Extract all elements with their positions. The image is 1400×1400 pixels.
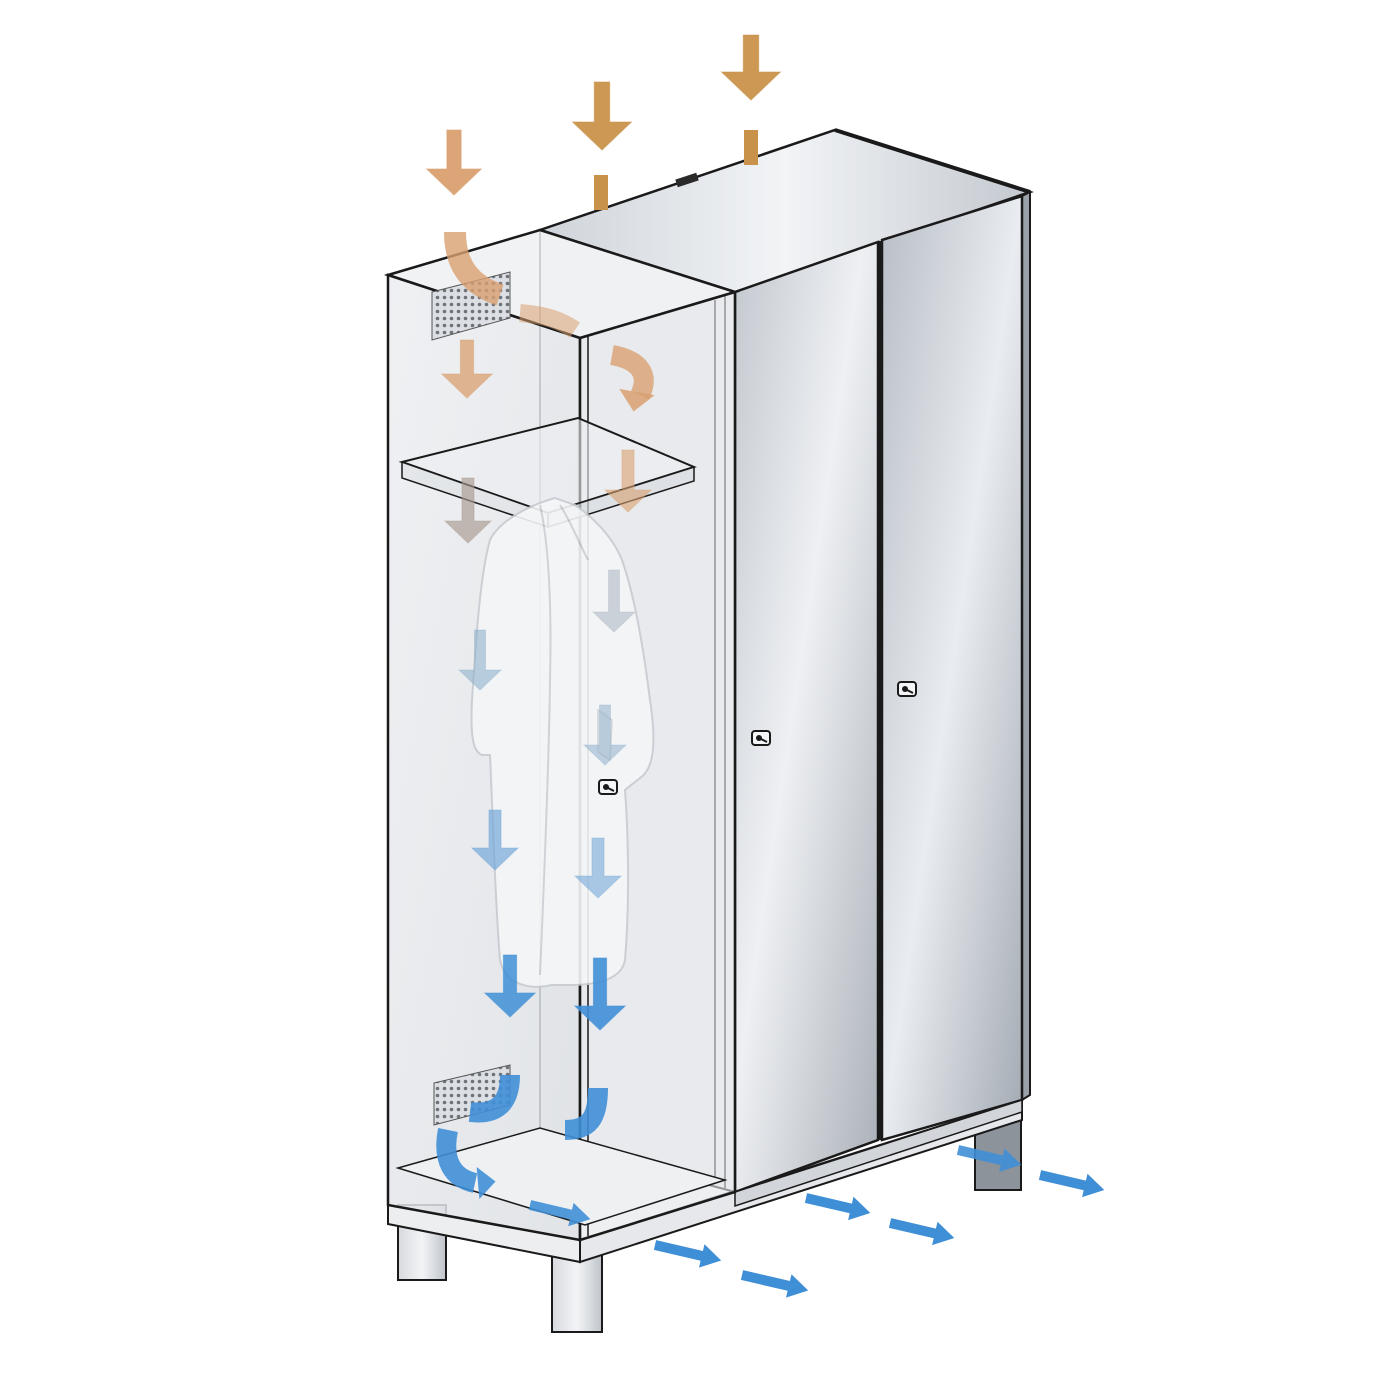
cabinet-door-right[interactable] <box>880 194 1024 1142</box>
compartment-floor <box>395 1127 728 1226</box>
cool-air-arrow-icon <box>804 1193 871 1221</box>
cabinet-door-left[interactable] <box>733 240 880 1194</box>
cool-air-arrow-icon <box>483 954 537 1018</box>
airflow-segment <box>594 175 608 210</box>
cool-air-arrow-icon <box>582 704 628 766</box>
leg-front-middle <box>551 1249 603 1333</box>
garment <box>470 496 655 988</box>
key-lock-icon[interactable] <box>751 730 771 746</box>
airflow-arrows <box>425 34 1105 1298</box>
cool-air-arrow-icon <box>956 1145 1022 1172</box>
key-lock-icon[interactable] <box>598 779 618 795</box>
open-compartment <box>383 228 740 1242</box>
warm-air-arrow-icon <box>571 81 633 151</box>
warm-air-arrow-icon <box>440 339 494 399</box>
cool-air-arrow-icon <box>564 1087 608 1140</box>
cool-air-arrow-icon <box>591 569 637 633</box>
cool-air-arrow-icon <box>470 809 520 871</box>
cool-air-arrow-icon <box>1038 1170 1105 1198</box>
cool-air-arrow-icon <box>888 1218 955 1246</box>
key-lock-icon[interactable] <box>897 681 917 697</box>
warm-air-arrow-icon <box>720 34 782 101</box>
cool-air-arrow-icon <box>436 1128 478 1193</box>
airflow-segment <box>744 130 758 165</box>
warm-air-arrow-icon <box>619 388 655 412</box>
cool-air-arrow-icon <box>740 1270 809 1298</box>
warm-air-arrow-icon <box>519 304 580 338</box>
warm-air-arrow-icon <box>425 129 483 196</box>
warm-air-arrow-icon <box>444 231 504 306</box>
cool-air-arrow-icon <box>457 629 503 691</box>
warm-air-arrow-icon <box>609 345 654 400</box>
cool-air-arrow-icon <box>573 837 623 899</box>
warm-air-arrow-icon <box>443 477 493 544</box>
cool-air-arrow-icon <box>573 957 627 1031</box>
closed-cabinet <box>535 128 1035 1208</box>
cool-air-arrow-icon <box>476 1167 496 1199</box>
cool-air-arrow-icon <box>528 1200 591 1227</box>
cool-air-arrow-icon <box>653 1240 722 1268</box>
warm-air-arrow-icon <box>603 449 653 513</box>
cool-air-arrow-icon <box>468 1074 520 1123</box>
